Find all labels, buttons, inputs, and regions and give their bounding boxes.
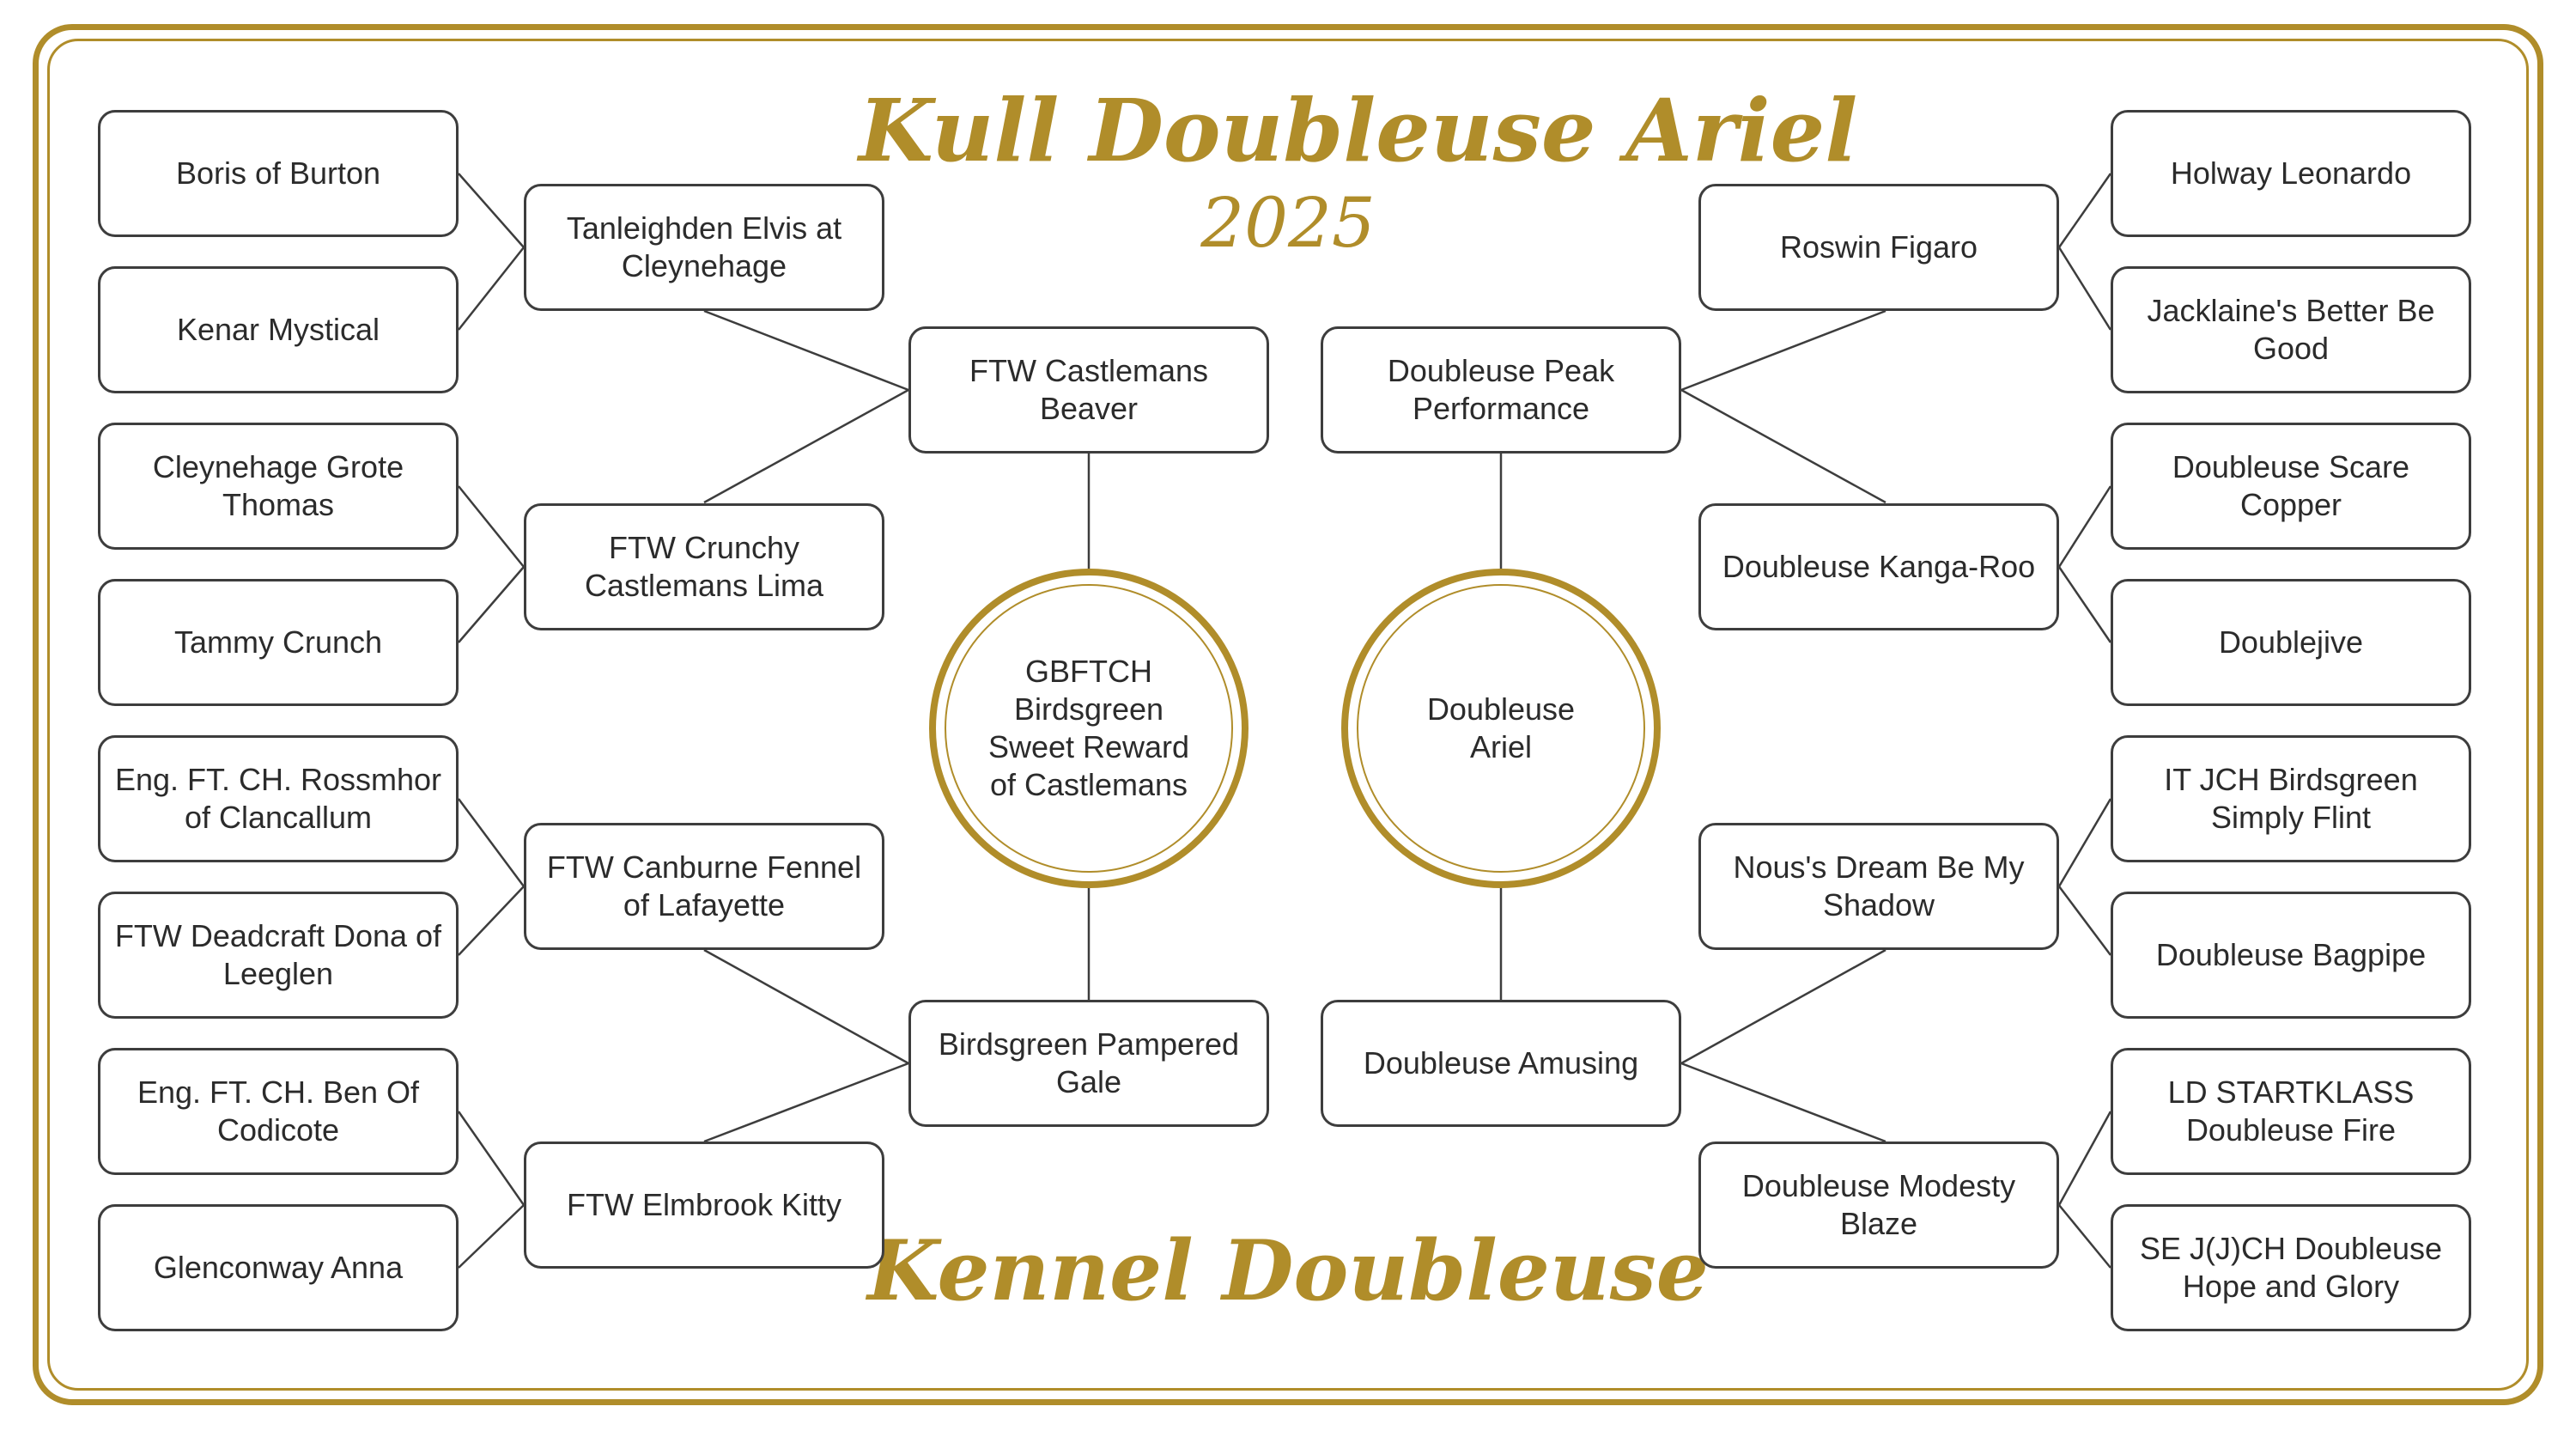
connector — [458, 485, 525, 568]
connector — [2057, 798, 2112, 887]
connector — [2057, 173, 2112, 248]
ancestor-box: SE J(J)CH Doubleuse Hope and Glory — [2111, 1204, 2471, 1331]
connector — [2058, 886, 2111, 956]
connector — [458, 566, 525, 643]
ancestor-box: Nous's Dream Be My Shadow — [1698, 823, 2059, 950]
grandparent-box: Doubleuse Amusing — [1321, 1000, 1681, 1127]
connector — [1680, 948, 1886, 1065]
grandparent-box: Birdsgreen Pampered Gale — [908, 1000, 1269, 1127]
connector — [458, 173, 525, 248]
ancestor-box: FTW Crunchy Castlemans Lima — [524, 503, 884, 630]
ancestor-box: Doubleuse Kanga-Roo — [1698, 503, 2059, 630]
connector — [703, 388, 909, 504]
sire-name: GBFTCH Birdsgreen Sweet Reward of Castle… — [987, 654, 1190, 802]
connector — [1680, 1062, 1886, 1143]
dam-name: Doubleuse Ariel — [1426, 691, 1576, 764]
ancestor-box: Glenconway Anna — [98, 1204, 459, 1331]
connector — [457, 1111, 526, 1206]
connector — [2057, 485, 2112, 568]
ancestor-box: Doubleuse Scare Copper — [2111, 423, 2471, 550]
ancestor-box: FTW Elmbrook Kitty — [524, 1142, 884, 1269]
ancestor-box: Doubleuse Modesty Blaze — [1698, 1142, 2059, 1269]
dam-circle: Doubleuse Ariel — [1341, 569, 1661, 888]
connector — [2058, 1204, 2111, 1269]
connector — [703, 1062, 909, 1143]
chart-year: 2025 — [1200, 183, 1376, 263]
grandparent-box: FTW Castlemans Beaver — [908, 326, 1269, 454]
ancestor-box: Kenar Mystical — [98, 266, 459, 393]
ancestor-box: Roswin Figaro — [1698, 184, 2059, 311]
inner-gold-border — [47, 39, 2529, 1391]
connector — [1680, 309, 1886, 392]
connector — [703, 948, 909, 1065]
ancestor-box: IT JCH Birdsgreen Simply Flint — [2111, 735, 2471, 862]
connector — [2057, 247, 2112, 331]
grandparent-box: Doubleuse Peak Performance — [1321, 326, 1681, 454]
ancestor-box: FTW Deadcraft Dona of Leeglen — [98, 892, 459, 1019]
connector — [458, 1204, 525, 1269]
ancestor-box: Doubleuse Bagpipe — [2111, 892, 2471, 1019]
ancestor-box: LD STARTKLASS Doubleuse Fire — [2111, 1048, 2471, 1175]
connector — [2057, 566, 2112, 643]
sire-circle: GBFTCH Birdsgreen Sweet Reward of Castle… — [929, 569, 1249, 888]
connector — [457, 798, 526, 887]
ancestor-box: Eng. FT. CH. Ben Of Codicote — [98, 1048, 459, 1175]
kennel-name: Kennel Doubleuse — [867, 1222, 1709, 1319]
connector — [703, 309, 909, 392]
chart-title: Kull Doubleuse Ariel — [859, 80, 1858, 181]
connector — [458, 886, 525, 956]
outer-gold-border — [33, 24, 2543, 1405]
ancestor-box: Holway Leonardo — [2111, 110, 2471, 237]
ancestor-box: Tammy Crunch — [98, 579, 459, 706]
ancestor-box: Tanleighden Elvis at Cleynehage — [524, 184, 884, 311]
ancestor-box: Cleynehage Grote Thomas — [98, 423, 459, 550]
connector — [2057, 1111, 2112, 1206]
connector — [458, 247, 525, 331]
ancestor-box: Boris of Burton — [98, 110, 459, 237]
ancestor-box: FTW Canburne Fennel of Lafayette — [524, 823, 884, 950]
connector — [1680, 388, 1886, 504]
ancestor-box: Eng. FT. CH. Rossmhor of Clancallum — [98, 735, 459, 862]
ancestor-box: Doublejive — [2111, 579, 2471, 706]
ancestor-box: Jacklaine's Better Be Good — [2111, 266, 2471, 393]
